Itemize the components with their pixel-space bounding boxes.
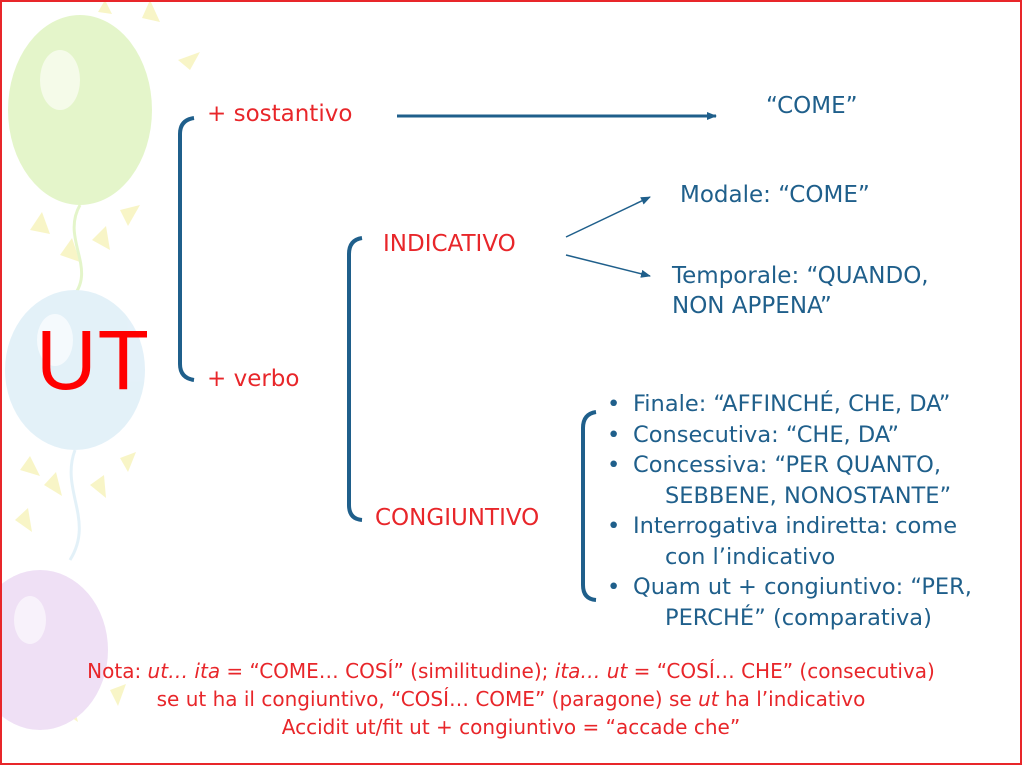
sostantivo-result: “COME” (766, 93, 858, 119)
list-item: •Finale: “AFFINCHÉ, CHE, DA” (607, 389, 972, 420)
congiuntivo-list: •Finale: “AFFINCHÉ, CHE, DA” •Consecutiv… (607, 389, 972, 633)
modale-text: Modale: “COME” (680, 182, 870, 208)
bullet-icon: • (607, 391, 621, 417)
indicativo-label: INDICATIVO (383, 231, 516, 257)
bullet-icon: • (607, 421, 621, 448)
congiuntivo-brace (581, 410, 597, 602)
bullet-icon: • (607, 452, 621, 478)
temporale-line1: Temporale: “QUANDO, (672, 263, 929, 289)
bullet-icon: • (607, 574, 621, 600)
temporale-line2: NON APPENA” (672, 293, 832, 319)
note-line-3: Accidit ut/fit ut + congiuntivo = “accad… (281, 715, 741, 739)
congiuntivo-label: CONGIUNTIVO (375, 505, 540, 531)
temporale-arrow (565, 254, 651, 278)
main-brace (178, 116, 195, 382)
list-item: •Consecutiva: “CHE, DA” (607, 420, 972, 451)
list-item: •Quam ut + congiuntivo: “PER,PERCHÉ” (co… (607, 574, 972, 631)
bullet-icon: • (607, 513, 621, 539)
note-line-1: Nota: ut… ita = “COME… COSÍ” (similitudi… (87, 659, 935, 683)
sostantivo-label: + sostantivo (207, 101, 353, 127)
modale-arrow (565, 196, 651, 238)
verbo-label: + verbo (207, 366, 300, 392)
verbo-brace (347, 236, 363, 522)
main-title: UT (36, 313, 150, 407)
note-line-2: se ut ha il congiuntivo, “COSÍ… COME” (p… (156, 687, 866, 711)
list-item: •Concessiva: “PER QUANTO,SEBBENE, NONOST… (607, 452, 952, 509)
